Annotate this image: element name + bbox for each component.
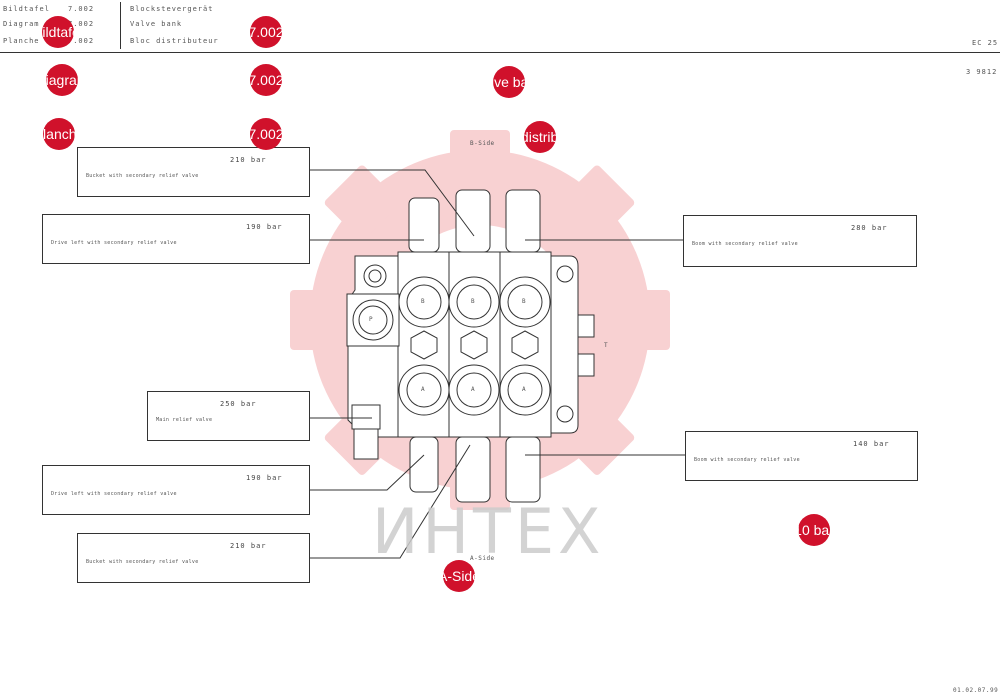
- port-label-t: T: [604, 342, 609, 349]
- hotspot-marker[interactable]: Planche: [43, 118, 75, 150]
- callout-desc: Boom with secondary relief valve: [692, 241, 798, 247]
- callout-bucket-bottom: 210 bar Bucket with secondary relief val…: [77, 533, 310, 583]
- header-code-1: 7.002: [68, 5, 95, 13]
- hotspot-marker[interactable]: Bildtafel: [42, 16, 74, 48]
- spool-a-3: A: [522, 386, 527, 393]
- leader-lines: [310, 169, 685, 559]
- callout-desc: Bucket with secondary relief valve: [86, 559, 199, 565]
- spool-b-1: B: [421, 298, 426, 305]
- a-side-label: A-Side: [470, 555, 495, 562]
- callout-desc: Boom with secondary relief valve: [694, 457, 800, 463]
- footer-code: 01.02.07.99: [953, 687, 999, 694]
- hotspot-marker[interactable]: 7.002: [250, 16, 282, 48]
- header-row-3: Planche: [3, 37, 40, 45]
- callout-boom-bottom: 140 bar Boom with secondary relief valve: [685, 431, 918, 481]
- spool-b-3: B: [522, 298, 527, 305]
- title-en: Valve bank: [130, 20, 183, 28]
- callout-pressure: 190 bar: [246, 223, 283, 231]
- header-label-3: Planche: [3, 37, 40, 45]
- hotspot-marker[interactable]: Bloc distributeur: [524, 121, 556, 153]
- header-divider: [120, 2, 121, 49]
- hotspot-marker[interactable]: 10 bar: [798, 514, 830, 546]
- header-label-2: Diagram: [3, 20, 40, 28]
- valve-block-body: [397, 251, 552, 438]
- callout-pressure: 280 bar: [851, 224, 888, 232]
- hotspot-marker[interactable]: Diagram: [46, 64, 78, 96]
- title-de: Blockstevergerät: [130, 5, 214, 13]
- header-row-2: Diagram: [3, 20, 40, 28]
- callout-boom-top: 280 bar Boom with secondary relief valve: [683, 215, 917, 267]
- spool-b-2: B: [471, 298, 476, 305]
- callout-desc: Drive left with secondary relief valve: [51, 240, 177, 246]
- callout-pressure: 210 bar: [230, 156, 267, 164]
- header-label-1: Bildtafel: [3, 5, 50, 13]
- callout-bucket-top: 210 bar Bucket with secondary relief val…: [77, 147, 310, 197]
- callout-desc: Drive left with secondary relief valve: [51, 491, 177, 497]
- callout-pressure: 210 bar: [230, 542, 267, 550]
- title-fr: Bloc distributeur: [130, 37, 219, 45]
- callout-drive-left-bottom: 190 bar Drive left with secondary relief…: [42, 465, 310, 515]
- watermark-text: ИНТЕХ: [372, 495, 605, 568]
- callout-pressure: 190 bar: [246, 474, 283, 482]
- callout-desc: Bucket with secondary relief valve: [86, 173, 199, 179]
- hotspot-marker[interactable]: 7.002: [250, 64, 282, 96]
- hotspot-marker[interactable]: A-Side: [443, 560, 475, 592]
- header-rule: [0, 52, 1000, 53]
- hotspot-marker[interactable]: 7.002: [250, 118, 282, 150]
- header-code-3: 7.002: [68, 37, 95, 45]
- callout-drive-left-top: 190 bar Drive left with secondary relief…: [42, 214, 310, 264]
- callout-pressure: 140 bar: [853, 440, 890, 448]
- b-side-label: B-Side: [470, 140, 495, 147]
- port-label-p: P: [369, 316, 374, 323]
- sub-code: 3 9812: [966, 68, 998, 76]
- hotspot-marker[interactable]: Valve bank: [493, 66, 525, 98]
- header-row-1: Bildtafel: [3, 5, 50, 13]
- callout-pressure: 250 bar: [220, 400, 257, 408]
- spool-a-1: A: [421, 386, 426, 393]
- callout-main-relief: 250 bar Main relief valve: [147, 391, 310, 441]
- header-right-code: EC 25: [972, 39, 999, 47]
- callout-desc: Main relief valve: [156, 417, 213, 423]
- spool-a-2: A: [471, 386, 476, 393]
- header-code-2: 7.002: [68, 20, 95, 28]
